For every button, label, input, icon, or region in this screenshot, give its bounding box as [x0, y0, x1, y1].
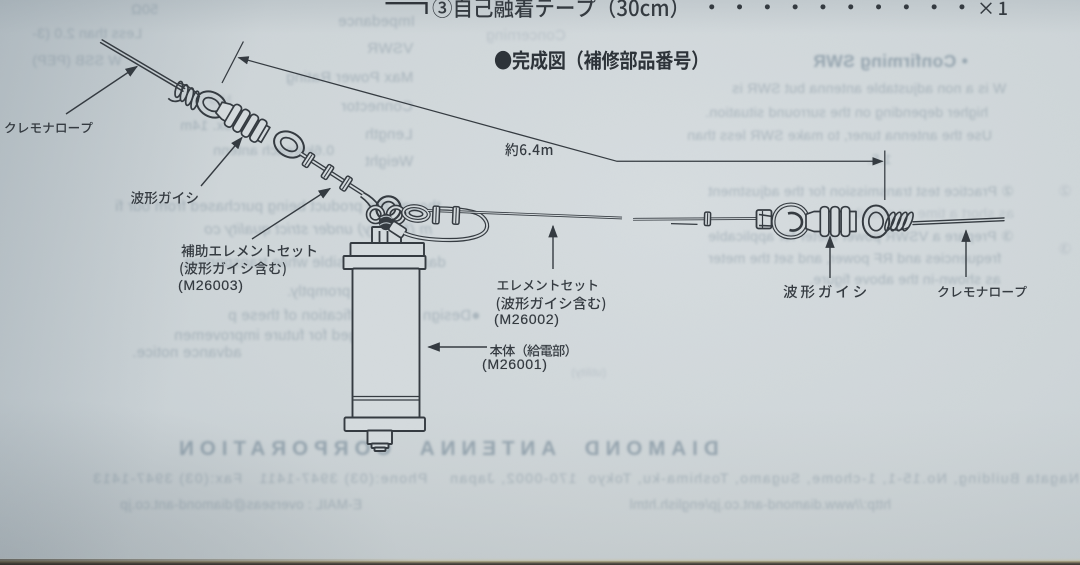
- label-aux-element-partno: (M26003): [178, 278, 244, 294]
- label-body-partno: (M26001): [482, 357, 548, 373]
- page-bottom-edge: [0, 558, 1080, 565]
- label-element-partno: (M26002): [494, 312, 560, 328]
- page-bottom-edge-shadow: [0, 559, 420, 565]
